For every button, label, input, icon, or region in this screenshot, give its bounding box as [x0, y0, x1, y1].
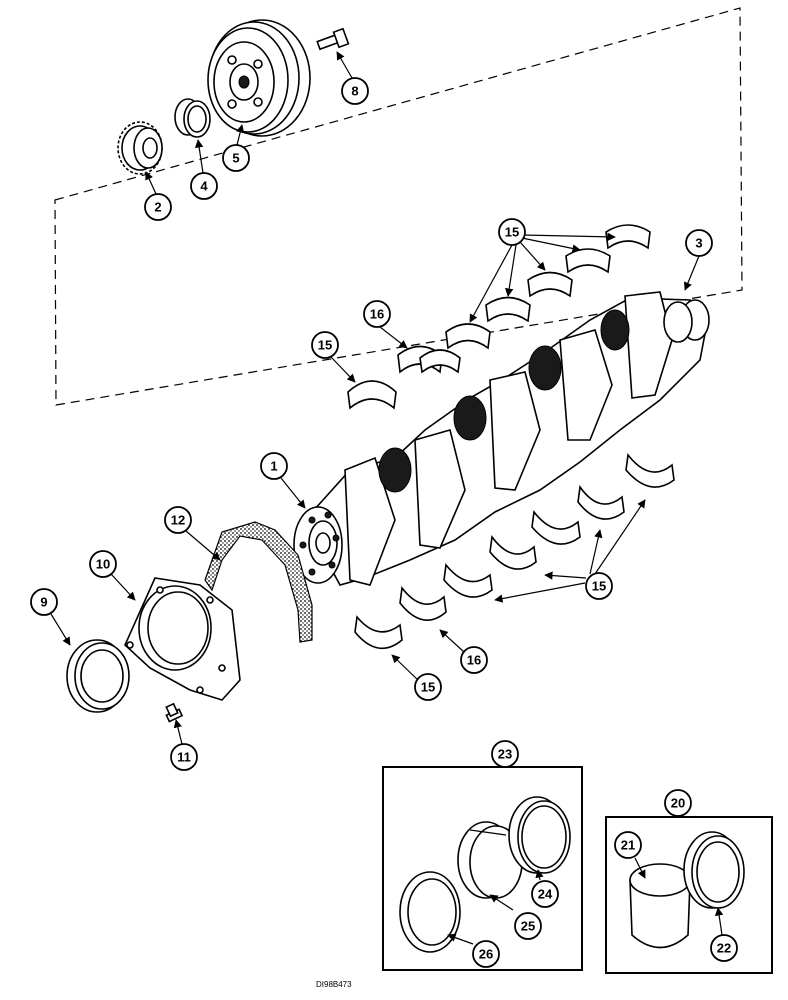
seal-housing	[124, 577, 241, 701]
callout-20: 20	[664, 789, 692, 817]
crankshaft-gear	[117, 121, 163, 175]
lower-bearing-shells	[354, 453, 675, 650]
svg-text:24: 24	[538, 887, 553, 902]
upper-bearing-shells	[347, 224, 651, 410]
svg-text:12: 12	[171, 513, 185, 528]
kit-box-20	[605, 816, 773, 974]
svg-text:10: 10	[96, 557, 110, 572]
callout-15-lower-right: 15	[585, 572, 613, 600]
svg-text:15: 15	[318, 338, 332, 353]
callout-5: 5	[222, 144, 250, 172]
crankshaft	[293, 291, 710, 586]
svg-text:20: 20	[671, 796, 685, 811]
svg-text:22: 22	[717, 941, 731, 956]
callout-15-upper-left: 15	[311, 331, 339, 359]
callout-2: 2	[144, 193, 172, 221]
callout-15-lower-left: 15	[414, 673, 442, 701]
leader-lines	[50, 51, 724, 945]
callout-21: 21	[614, 831, 642, 859]
figure-reference: DI98B473	[316, 980, 352, 989]
svg-text:25: 25	[521, 919, 535, 934]
svg-text:3: 3	[695, 236, 702, 251]
damper-pulley	[207, 19, 311, 137]
callout-23: 23	[491, 740, 519, 768]
svg-text:15: 15	[505, 225, 519, 240]
callout-11: 11	[170, 743, 198, 771]
svg-text:1: 1	[270, 459, 277, 474]
svg-text:26: 26	[479, 947, 493, 962]
callout-9: 9	[30, 588, 58, 616]
callout-26: 26	[472, 940, 500, 968]
svg-text:9: 9	[40, 595, 47, 610]
callout-4: 4	[190, 172, 218, 200]
callout-10: 10	[89, 550, 117, 578]
callout-8: 8	[341, 77, 369, 105]
callout-1: 1	[260, 452, 288, 480]
svg-text:2: 2	[154, 200, 161, 215]
rear-gasket	[204, 521, 313, 643]
callout-16-lower: 16	[460, 646, 488, 674]
svg-text:15: 15	[592, 579, 606, 594]
callout-25: 25	[514, 912, 542, 940]
svg-text:21: 21	[621, 838, 635, 853]
svg-text:16: 16	[467, 653, 481, 668]
svg-text:8: 8	[351, 84, 358, 99]
callout-15-upper-right: 15	[498, 218, 526, 246]
svg-text:23: 23	[498, 747, 512, 762]
svg-text:5: 5	[232, 151, 239, 166]
dashed-outline	[54, 7, 743, 406]
svg-text:11: 11	[177, 750, 191, 765]
kit-box-23	[382, 766, 583, 971]
callout-22: 22	[710, 934, 738, 962]
svg-text:16: 16	[370, 307, 384, 322]
housing-bolt	[165, 702, 184, 723]
svg-text:4: 4	[200, 179, 208, 194]
callout-3: 3	[685, 229, 713, 257]
rear-oil-seal	[66, 639, 130, 713]
callout-12: 12	[164, 506, 192, 534]
svg-text:15: 15	[421, 680, 435, 695]
spacer-ring	[174, 98, 211, 138]
callout-16-upper: 16	[363, 300, 391, 328]
callout-24: 24	[531, 880, 559, 908]
damper-bolt	[316, 27, 350, 51]
